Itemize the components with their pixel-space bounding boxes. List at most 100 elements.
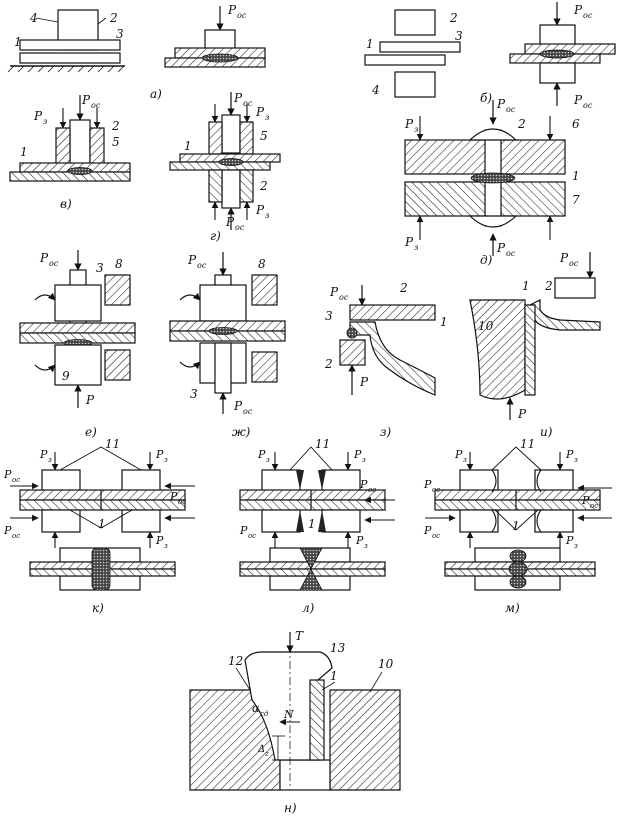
- svg-text:P: P: [573, 3, 583, 17]
- svg-text:1: 1: [184, 139, 192, 153]
- svg-text:2: 2: [399, 281, 408, 295]
- svg-text:z: z: [264, 750, 269, 758]
- panel-n: T N α сд Δ z 13 12 1 10 н): [189, 629, 401, 815]
- svg-text:3: 3: [455, 29, 463, 43]
- svg-text:P: P: [423, 524, 432, 537]
- svg-text:2: 2: [544, 279, 553, 293]
- panel-zh: P ос P ос 8 3 ж): [169, 252, 286, 439]
- svg-text:P: P: [581, 494, 590, 507]
- svg-text:ос: ос: [432, 532, 440, 540]
- svg-text:6: 6: [572, 117, 580, 131]
- svg-text:2: 2: [111, 119, 120, 133]
- panel-g: P ос P з P ос P з 5 1 2 г): [169, 91, 281, 243]
- panel-v: P ос P з 2 5 1 в): [9, 93, 131, 211]
- svg-text:2: 2: [259, 179, 268, 193]
- svg-text:11: 11: [315, 437, 330, 451]
- svg-text:P: P: [496, 97, 506, 111]
- svg-text:з: з: [414, 243, 418, 252]
- svg-text:з: з: [414, 125, 418, 134]
- svg-text:ос: ос: [197, 261, 207, 270]
- svg-text:12: 12: [228, 654, 243, 668]
- svg-text:2: 2: [449, 11, 458, 25]
- svg-text:1: 1: [308, 517, 316, 531]
- svg-text:2: 2: [517, 117, 526, 131]
- svg-text:1: 1: [330, 669, 338, 683]
- svg-text:P: P: [255, 105, 265, 119]
- svg-text:P: P: [169, 490, 178, 503]
- svg-text:ос: ос: [243, 407, 253, 416]
- svg-text:1: 1: [20, 145, 28, 159]
- panel-label-e: е): [85, 425, 97, 439]
- svg-text:9: 9: [62, 369, 70, 383]
- panel-label-d: д): [480, 253, 493, 267]
- svg-text:P: P: [225, 215, 235, 229]
- svg-text:P: P: [33, 109, 43, 123]
- panel-k: 11 1 P з P з P ос P ос P ос P з к): [3, 437, 195, 615]
- svg-text:ос: ос: [506, 249, 516, 258]
- panel-label-m: м): [505, 601, 520, 615]
- upset-force-label-a: P: [227, 3, 237, 17]
- panel-z: P ос P 2 3 1 2 з): [324, 281, 448, 439]
- svg-text:P: P: [39, 448, 48, 461]
- panel-label-zh: ж): [232, 425, 251, 439]
- svg-text:P: P: [155, 448, 164, 461]
- delta-label: Δ: [257, 744, 265, 755]
- svg-text:P: P: [233, 399, 243, 413]
- svg-text:P: P: [3, 468, 12, 481]
- panel-label-z: з): [380, 425, 392, 439]
- svg-text:5: 5: [260, 129, 268, 143]
- panel-label-i: и): [540, 425, 553, 439]
- part-3-label: 3: [116, 27, 124, 41]
- svg-text:P: P: [573, 93, 583, 107]
- svg-text:з: з: [265, 211, 269, 220]
- svg-text:сд: сд: [260, 710, 269, 718]
- svg-text:з: з: [43, 117, 47, 126]
- svg-text:ос: ос: [368, 486, 376, 494]
- svg-text:P: P: [233, 91, 243, 105]
- svg-text:ос: ос: [590, 502, 598, 510]
- svg-text:10: 10: [478, 319, 494, 333]
- panel-a: 4 2 3 1 P ос а): [7, 3, 266, 101]
- tangential-force-label: T: [295, 629, 304, 643]
- svg-text:3: 3: [190, 387, 198, 401]
- svg-text:P: P: [359, 375, 369, 389]
- svg-text:ос: ос: [339, 293, 349, 302]
- svg-text:з: з: [364, 542, 368, 550]
- svg-text:ос: ос: [432, 486, 440, 494]
- svg-text:ос: ос: [569, 259, 579, 268]
- svg-text:P: P: [187, 253, 197, 267]
- part-1-label: 1: [14, 35, 22, 49]
- svg-text:P: P: [517, 407, 527, 421]
- svg-text:P: P: [81, 93, 91, 107]
- svg-text:ос: ос: [12, 532, 20, 540]
- svg-text:ос: ос: [237, 11, 247, 20]
- svg-text:P: P: [565, 448, 574, 461]
- svg-text:13: 13: [330, 641, 346, 655]
- normal-force-label: N: [283, 708, 294, 721]
- svg-text:P: P: [454, 448, 463, 461]
- panel-b: 2 3 1 4 P ос P ос б): [364, 2, 616, 110]
- svg-text:з: з: [362, 456, 366, 464]
- svg-text:ос: ос: [178, 498, 186, 506]
- panel-l: 11 1 P з P з P ос P ос P з л): [239, 437, 395, 615]
- svg-text:P: P: [404, 117, 414, 131]
- svg-text:з: з: [574, 456, 578, 464]
- svg-text:P: P: [404, 235, 414, 249]
- svg-text:4: 4: [371, 83, 380, 97]
- svg-text:1: 1: [98, 517, 106, 531]
- svg-text:10: 10: [378, 657, 394, 671]
- svg-text:3: 3: [325, 309, 333, 323]
- svg-text:ос: ос: [235, 223, 245, 232]
- svg-text:з: з: [266, 456, 270, 464]
- panel-label-a: а): [150, 87, 162, 101]
- svg-text:P: P: [85, 393, 95, 407]
- svg-text:ос: ос: [12, 476, 20, 484]
- svg-text:P: P: [565, 534, 574, 547]
- svg-text:ос: ос: [243, 99, 253, 108]
- svg-text:P: P: [255, 203, 265, 217]
- panel-label-k: к): [92, 601, 104, 615]
- part-4-label: 4: [29, 11, 38, 25]
- svg-text:8: 8: [258, 257, 266, 271]
- svg-text:з: з: [265, 113, 269, 122]
